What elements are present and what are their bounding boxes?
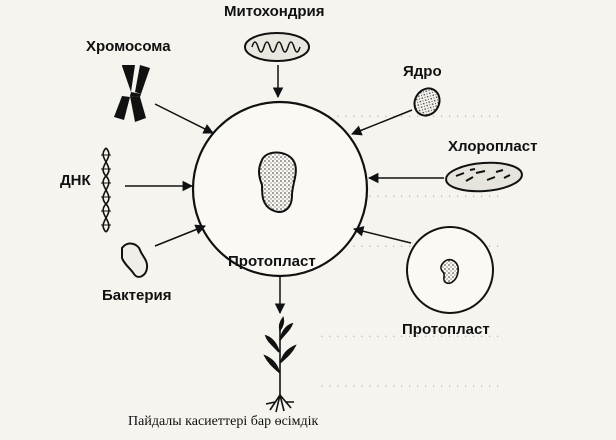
dna-helix-shape xyxy=(101,147,111,233)
background-text-line: · · · · · · · · · · · · · · · · · · · · … xyxy=(320,380,500,393)
chloroplast-shape xyxy=(445,161,523,193)
label-nucleus: Ядро xyxy=(403,63,442,80)
background-text-line: · · · · · · · · · · · · · · · · · · · · … xyxy=(320,110,500,123)
arrow-small-protoplast xyxy=(352,226,412,244)
label-protoplast-small: Протопласт xyxy=(402,321,490,338)
label-chromosome: Хромосома xyxy=(86,38,171,55)
caption-plant: Пайдалы касиеттері бар өсімдік xyxy=(128,414,319,429)
chromosome-shape xyxy=(114,65,150,122)
label-protoplast-center: Протопласт xyxy=(228,253,316,270)
arrow-bacteria xyxy=(154,224,206,247)
arrow-nucleus xyxy=(351,109,413,136)
bacterium-shape xyxy=(121,242,149,278)
label-chloroplast: Хлоропласт xyxy=(448,138,538,155)
nucleus-shape xyxy=(413,87,441,117)
label-bacteria: Бактерия xyxy=(102,287,172,304)
background-text-line: · · · · · · · · · · · · · · · · · · · · … xyxy=(320,330,500,343)
protoplast-cell-small xyxy=(406,226,494,314)
small-protoplast-nucleus xyxy=(440,258,460,285)
arrow-chromosome xyxy=(154,103,214,134)
protoplast-nucleus xyxy=(258,151,297,213)
plant-shape xyxy=(263,316,297,413)
label-dna: ДНК xyxy=(60,172,91,189)
mitochondrion-shape xyxy=(244,32,310,62)
arrows xyxy=(125,65,444,315)
protoplast-cell-central xyxy=(191,100,369,278)
label-mitochondria: Митохондрия xyxy=(224,3,325,20)
